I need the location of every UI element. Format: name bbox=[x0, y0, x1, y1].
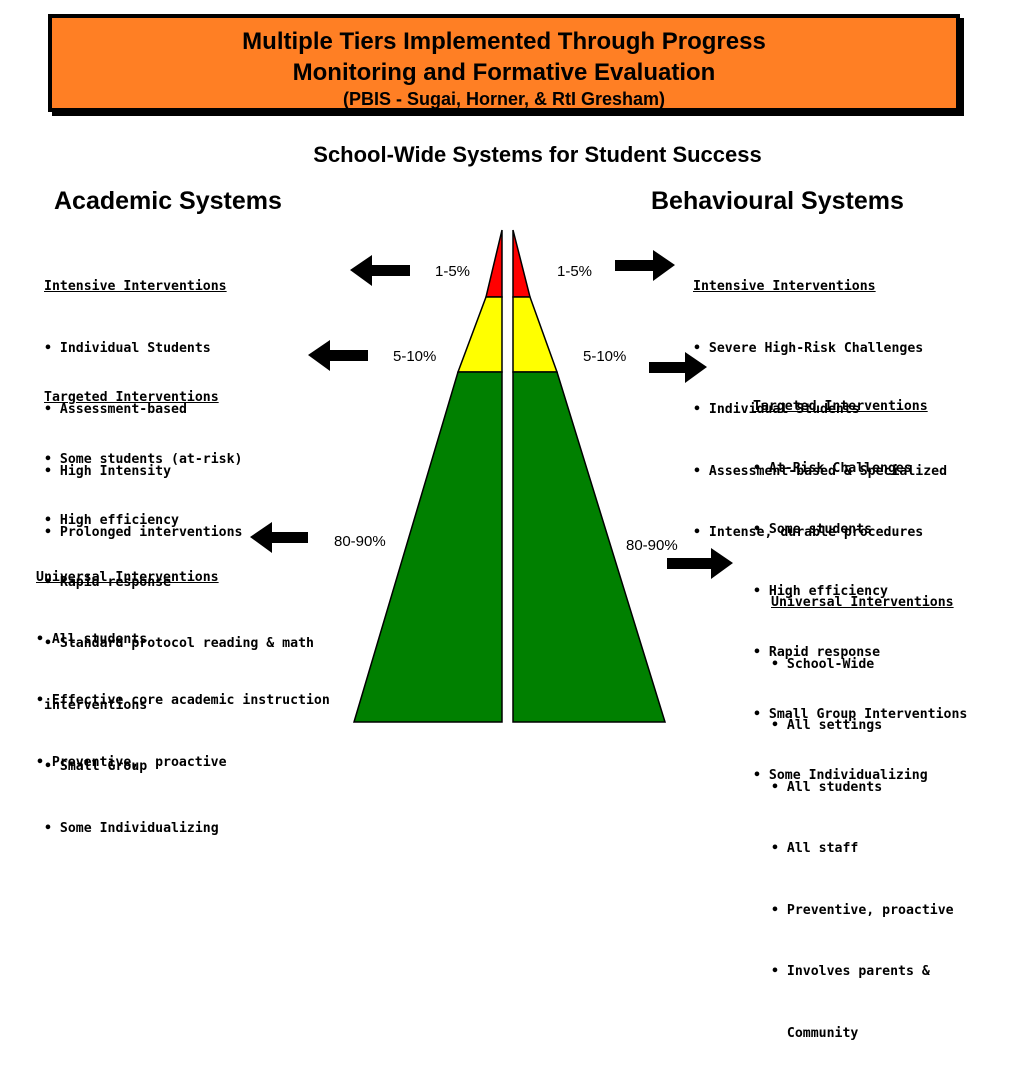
list-item: • Small Group Interventions bbox=[753, 706, 968, 722]
title-line-2: Monitoring and Formative Evaluation bbox=[292, 59, 716, 86]
academic-tier-middle bbox=[456, 296, 503, 373]
list-item: • High efficiency bbox=[44, 513, 179, 528]
behavioural-tier-top bbox=[512, 229, 531, 298]
arrow-right-targeted bbox=[649, 352, 707, 383]
list-item: • Some students (at-risk) bbox=[44, 451, 243, 467]
list-item: • Some Individualizing bbox=[44, 820, 219, 836]
arrow-left-intensive bbox=[350, 255, 410, 286]
academic-universal-heading: Universal Interventions bbox=[36, 570, 219, 585]
list-item: • Involves parents & bbox=[771, 964, 930, 979]
behavioural-tier-middle bbox=[512, 296, 559, 373]
tier-pyramid bbox=[250, 229, 733, 723]
behavioural-intensive-block: Intensive Interventions • Severe High-Ri… bbox=[693, 236, 947, 564]
academic-tier-top bbox=[485, 229, 503, 298]
academic-targeted-heading: Targeted Interventions bbox=[44, 390, 219, 405]
list-item: • Effective core academic instruction bbox=[36, 693, 330, 708]
behavioural-intensive-heading: Intensive Interventions bbox=[693, 279, 876, 294]
behavioural-pct-top: 1-5% bbox=[557, 263, 593, 280]
list-item: • All students bbox=[36, 631, 148, 647]
list-item: • Some students bbox=[753, 522, 873, 537]
academic-pct-bottom: 80-90% bbox=[334, 533, 386, 550]
arrow-right-intensive bbox=[615, 250, 675, 281]
behavioural-universal-heading: Universal Interventions bbox=[771, 595, 954, 610]
academic-intensive-heading: Intensive Interventions bbox=[44, 279, 227, 294]
academic-systems-heading: Academic Systems bbox=[54, 187, 282, 215]
behavioural-pct-middle: 5-10% bbox=[583, 348, 627, 365]
arrow-right-universal bbox=[667, 548, 733, 579]
behavioural-systems-heading: Behavioural Systems bbox=[651, 187, 904, 215]
academic-pct-middle: 5-10% bbox=[393, 348, 437, 365]
list-item: Community bbox=[771, 1025, 859, 1041]
list-item: • School-Wide bbox=[771, 656, 875, 672]
subtitle: School-Wide Systems for Student Success bbox=[313, 142, 762, 167]
title-line-1: Multiple Tiers Implemented Through Progr… bbox=[242, 28, 766, 55]
list-item: • High Intensity bbox=[44, 463, 172, 479]
list-item: • Assessment-based & Specialized bbox=[693, 463, 948, 479]
behavioural-targeted-heading: Targeted Interventions bbox=[753, 399, 928, 414]
behavioural-tier-bottom bbox=[512, 371, 667, 723]
list-item: • Individual Students bbox=[693, 402, 860, 417]
list-item: • Preventive, proactive bbox=[36, 754, 227, 770]
title-banner: Multiple Tiers Implemented Through Progr… bbox=[48, 14, 960, 112]
behavioural-pct-bottom: 80-90% bbox=[626, 537, 678, 554]
list-item: • Intense, durable procedures bbox=[693, 525, 924, 540]
academic-tier-bottom bbox=[352, 371, 503, 723]
academic-universal-block: Universal Interventions • All students •… bbox=[36, 527, 330, 794]
list-item: • Severe High-Risk Challenges bbox=[693, 340, 924, 356]
arrow-left-targeted bbox=[308, 340, 368, 371]
list-item: interventions bbox=[44, 697, 148, 713]
list-item: • Rapid response bbox=[753, 645, 881, 660]
list-item: • Prolonged interventions bbox=[44, 525, 243, 540]
list-item: • All students bbox=[771, 779, 883, 795]
list-item: • At-Risk Challenges bbox=[753, 460, 912, 476]
list-item: • Assessment-based bbox=[44, 402, 187, 417]
title-line-3: (PBIS - Sugai, Horner, & RtI Gresham) bbox=[342, 89, 666, 109]
list-item: • Rapid response bbox=[44, 574, 172, 590]
arrow-left-universal bbox=[250, 522, 308, 553]
behavioural-universal-block: Universal Interventions • School-Wide • … bbox=[771, 552, 954, 1065]
list-item: • All settings bbox=[771, 718, 883, 733]
list-item: • Preventive, proactive bbox=[771, 902, 954, 918]
list-item: • Standard protocol reading & math bbox=[44, 636, 314, 651]
list-item: • All staff bbox=[771, 841, 859, 856]
academic-intensive-block: Intensive Interventions • Individual Stu… bbox=[44, 236, 243, 564]
list-item: • Individual Students bbox=[44, 340, 211, 356]
academic-pct-top: 1-5% bbox=[435, 263, 471, 280]
list-item: • High efficiency bbox=[753, 583, 888, 599]
